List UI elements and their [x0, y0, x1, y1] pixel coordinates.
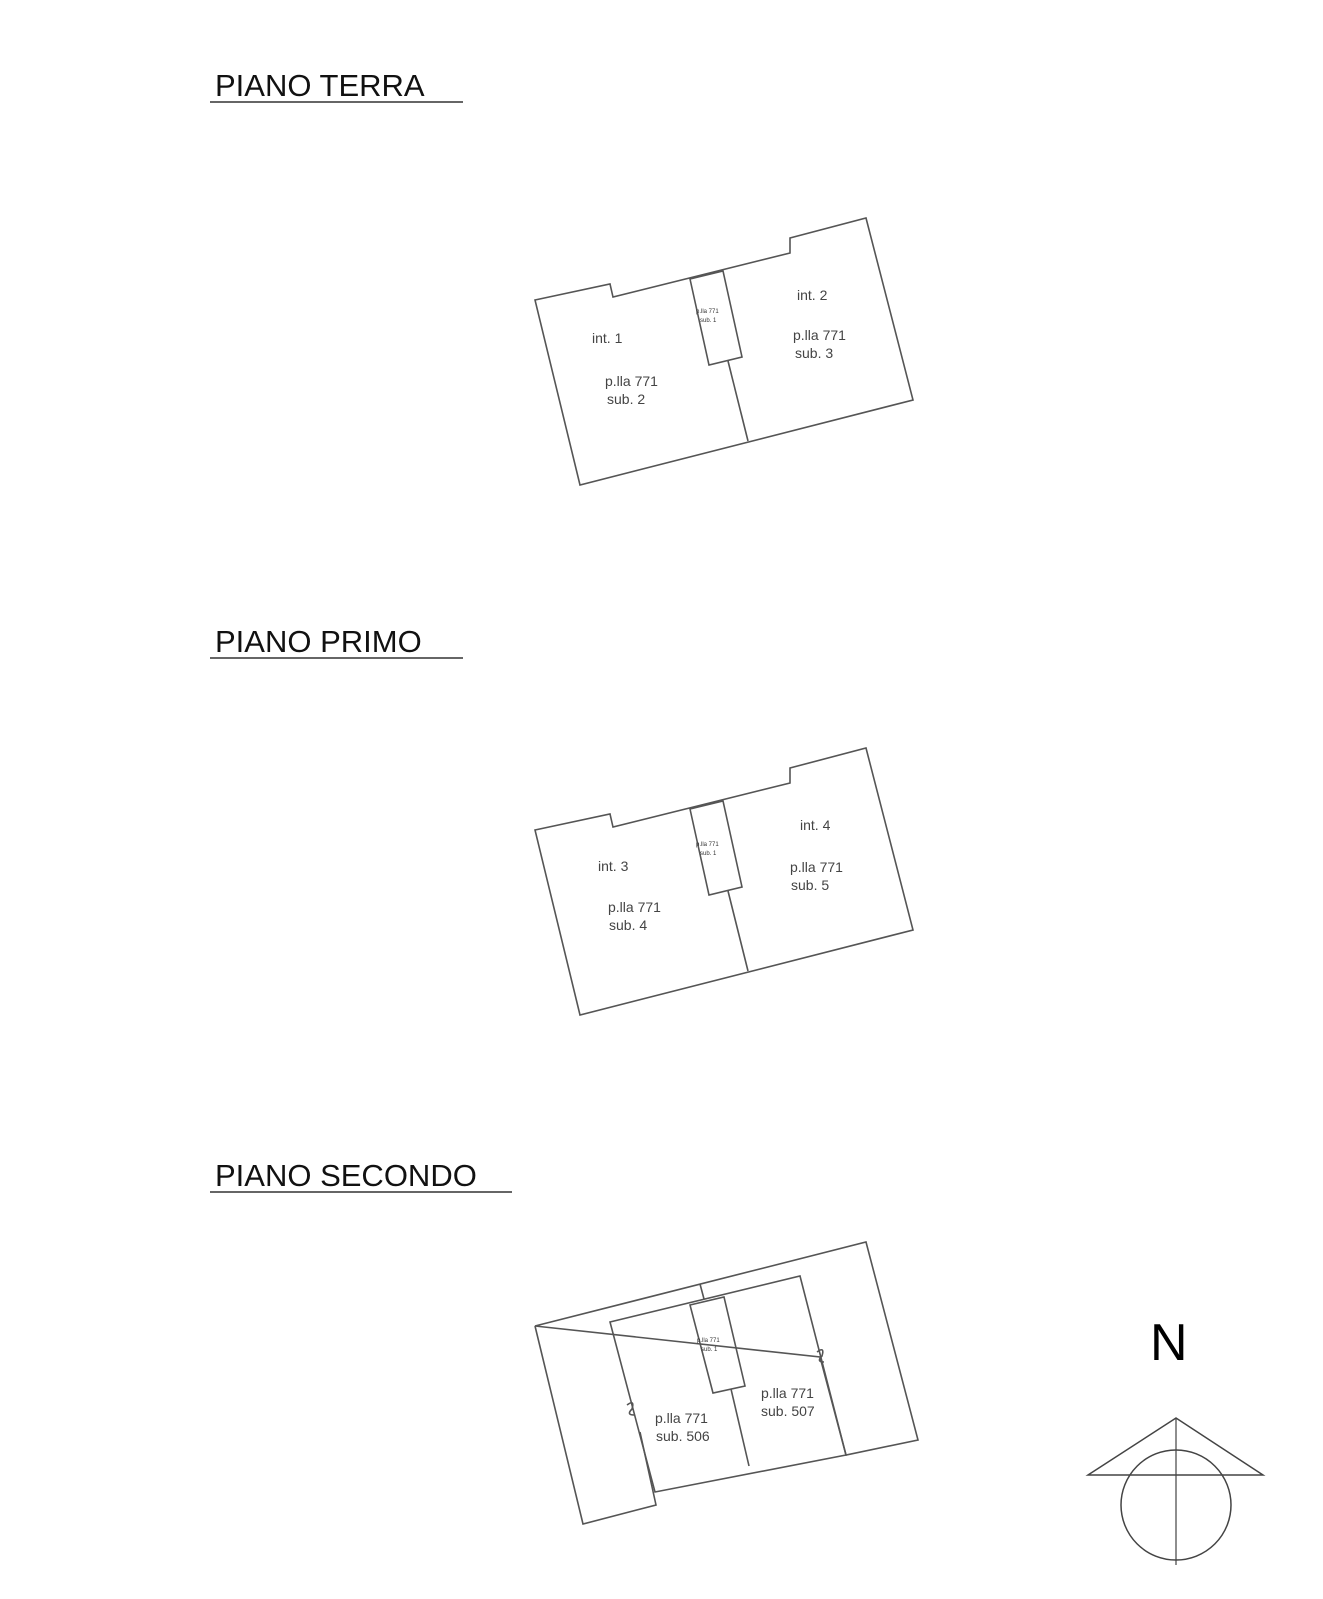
parcel-label: p.lla 771: [761, 1385, 814, 1401]
unit-divider: [727, 360, 749, 442]
parcel-label: p.lla 771: [655, 1410, 708, 1426]
sub-label: sub. 3: [795, 345, 833, 361]
attic-outline: [609, 1275, 847, 1493]
north-arrow: N: [1085, 1314, 1266, 1565]
unit-divider: [730, 1388, 750, 1467]
stair-parcel-label: p.lla 771: [696, 842, 719, 848]
sub-label: sub. 2: [607, 391, 645, 407]
unit-label: int. 3: [598, 858, 629, 874]
stair-parcel-label: p.lla 771: [696, 309, 719, 315]
floor-second: PIANO SECONDO p.lla 771 sub. 506 p.lla 7…: [210, 1158, 919, 1525]
stairwell: [689, 1296, 746, 1394]
stair-parcel-label: p.lla 771: [697, 1338, 720, 1344]
sub-label: sub. 507: [761, 1403, 815, 1419]
parcel-label: p.lla 771: [790, 859, 843, 875]
building-outline: [534, 747, 914, 1016]
door-swing-icon: [816, 1348, 825, 1363]
floor-first: PIANO PRIMO int. 3 p.lla 771 sub. 4 int.…: [210, 624, 914, 1016]
building-outline: [534, 217, 914, 486]
parcel-label: p.lla 771: [608, 899, 661, 915]
stair-sub-label: sub. 1: [700, 318, 717, 324]
stairwell: [689, 800, 743, 896]
door-swing-icon: [626, 1401, 635, 1416]
ridge-line: [699, 1283, 705, 1300]
stair-sub-label: sub. 1: [701, 1347, 718, 1353]
sub-label: sub. 5: [791, 877, 829, 893]
stair-sub-label: sub. 1: [700, 851, 717, 857]
unit-label: int. 4: [800, 817, 831, 833]
parcel-label: p.lla 771: [605, 373, 658, 389]
parcel-label: p.lla 771: [793, 327, 846, 343]
floor-ground: PIANO TERRA int. 1 p.lla 771 sub. 2 int.…: [210, 68, 914, 486]
sub-label: sub. 506: [656, 1428, 710, 1444]
unit-label: int. 2: [797, 287, 828, 303]
floor-title: PIANO SECONDO: [215, 1158, 477, 1193]
unit-label: int. 1: [592, 330, 623, 346]
unit-divider: [727, 890, 749, 972]
floor-title: PIANO TERRA: [215, 68, 425, 103]
floor-title: PIANO PRIMO: [215, 624, 422, 659]
north-label: N: [1150, 1314, 1188, 1372]
sub-label: sub. 4: [609, 917, 647, 933]
stairwell: [689, 270, 743, 366]
roof-outline: [534, 1241, 919, 1456]
